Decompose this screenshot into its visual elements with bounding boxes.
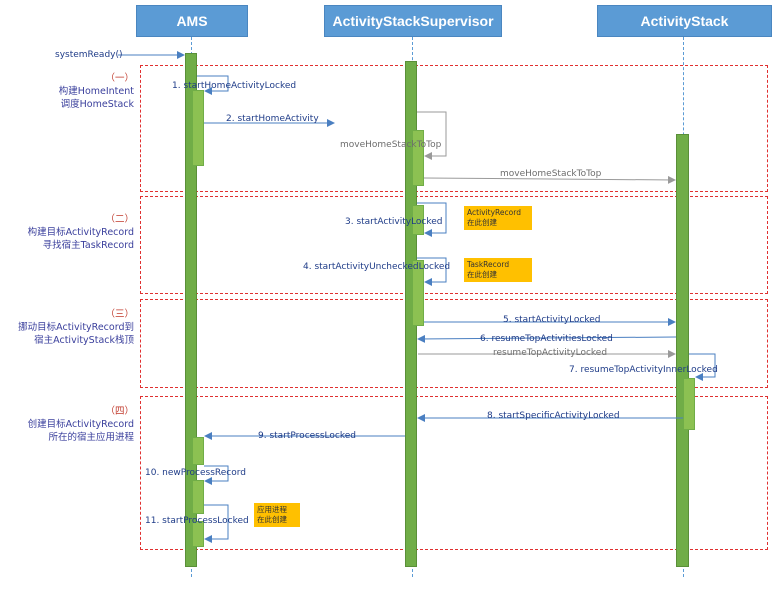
section-2-line-1: 构建目标ActivityRecord bbox=[27, 227, 134, 238]
note-taskrecord-line-2: 在此创建 bbox=[467, 270, 497, 279]
section-3-line-1: 挪动目标ActivityRecord到 bbox=[18, 322, 134, 333]
arrow-6 bbox=[417, 334, 677, 343]
supervisor-activation-move bbox=[412, 130, 424, 186]
ams-activation-nested-11 bbox=[192, 521, 204, 547]
msg-10: 10. newProcessRecord bbox=[145, 468, 247, 478]
supervisor-activation-4 bbox=[412, 260, 424, 326]
supervisor-activation-3 bbox=[412, 205, 424, 235]
note-taskrecord: TaskRecord 在此创建 bbox=[464, 258, 532, 282]
section-2-box bbox=[140, 196, 768, 294]
activitystack-header: ActivityStack bbox=[597, 5, 772, 37]
arrow-3 bbox=[417, 202, 447, 237]
arrow-11 bbox=[204, 504, 229, 543]
msg-resume-return: resumeTopActivityLocked bbox=[493, 348, 608, 358]
section-4-line-2: 所在的宿主应用进程 bbox=[48, 432, 134, 443]
section-4-label: （四） 创建目标ActivityRecord 所在的宿主应用进程 bbox=[28, 405, 134, 444]
section-3-label: （三） 挪动目标ActivityRecord到 宿主ActivityStack栈… bbox=[18, 308, 134, 347]
section-1-box bbox=[140, 65, 768, 192]
section-1-number: （一） bbox=[105, 73, 134, 84]
section-3-line-2: 宿主ActivityStack栈顶 bbox=[34, 335, 134, 346]
note-process-line-1: 应用进程 bbox=[257, 505, 287, 514]
arrow-7 bbox=[689, 353, 716, 381]
msg-move-self: moveHomeStackToTop bbox=[340, 140, 442, 150]
msg-3: 3. startActivityLocked bbox=[345, 217, 443, 227]
note-activityrecord: ActivityRecord 在此创建 bbox=[464, 206, 532, 230]
supervisor-header: ActivityStackSupervisor bbox=[324, 5, 502, 37]
section-4-box bbox=[140, 396, 768, 550]
arrow-move-self bbox=[417, 111, 447, 160]
section-1-line-1: 构建HomeIntent bbox=[58, 86, 134, 97]
note-activityrecord-line-1: ActivityRecord bbox=[467, 208, 521, 217]
note-process: 应用进程 在此创建 bbox=[254, 503, 300, 527]
msg-2: 2. startHomeActivity bbox=[226, 114, 319, 124]
section-2-label: （二） 构建目标ActivityRecord 寻找宿主TaskRecord bbox=[28, 213, 134, 252]
arrow-10 bbox=[204, 465, 229, 485]
note-process-line-2: 在此创建 bbox=[257, 515, 287, 524]
msg-systemready: systemReady() bbox=[55, 50, 123, 60]
ams-activation-nested-9 bbox=[192, 437, 204, 465]
activitystack-activation-main bbox=[676, 134, 689, 567]
arrow-4 bbox=[417, 257, 447, 286]
ams-activation-nested-1 bbox=[192, 90, 204, 166]
ams-activation-nested-10 bbox=[192, 480, 204, 514]
note-taskrecord-line-1: TaskRecord bbox=[467, 260, 510, 269]
ams-header: AMS bbox=[136, 5, 248, 37]
msg-6: 6. resumeTopActivitiesLocked bbox=[480, 334, 613, 344]
msg-move-stack: moveHomeStackToTop bbox=[500, 169, 602, 179]
msg-1: 1. startHomeActivityLocked bbox=[172, 81, 297, 91]
section-4-number: （四） bbox=[105, 406, 134, 417]
msg-4: 4. startActivityUncheckedLocked bbox=[303, 262, 451, 272]
msg-8: 8. startSpecificActivityLocked bbox=[487, 411, 620, 421]
activitystack-activation-7 bbox=[683, 378, 695, 430]
section-3-box bbox=[140, 299, 768, 388]
section-2-line-2: 寻找宿主TaskRecord bbox=[42, 240, 134, 251]
section-2-number: （二） bbox=[105, 214, 134, 225]
section-1-line-2: 调度HomeStack bbox=[60, 99, 134, 110]
section-4-line-1: 创建目标ActivityRecord bbox=[27, 419, 134, 430]
note-activityrecord-line-2: 在此创建 bbox=[467, 218, 497, 227]
msg-9: 9. startProcessLocked bbox=[258, 431, 357, 441]
section-3-number: （三） bbox=[105, 309, 134, 320]
msg-7: 7. resumeTopActivityInnerLocked bbox=[569, 365, 718, 375]
arrow-1 bbox=[197, 75, 229, 95]
msg-11: 11. startProcessLocked bbox=[145, 516, 249, 526]
arrow-move-stack bbox=[423, 175, 676, 184]
section-1-label: （一） 构建HomeIntent 调度HomeStack bbox=[59, 72, 134, 111]
msg-5: 5. startActivityLocked bbox=[503, 315, 601, 325]
